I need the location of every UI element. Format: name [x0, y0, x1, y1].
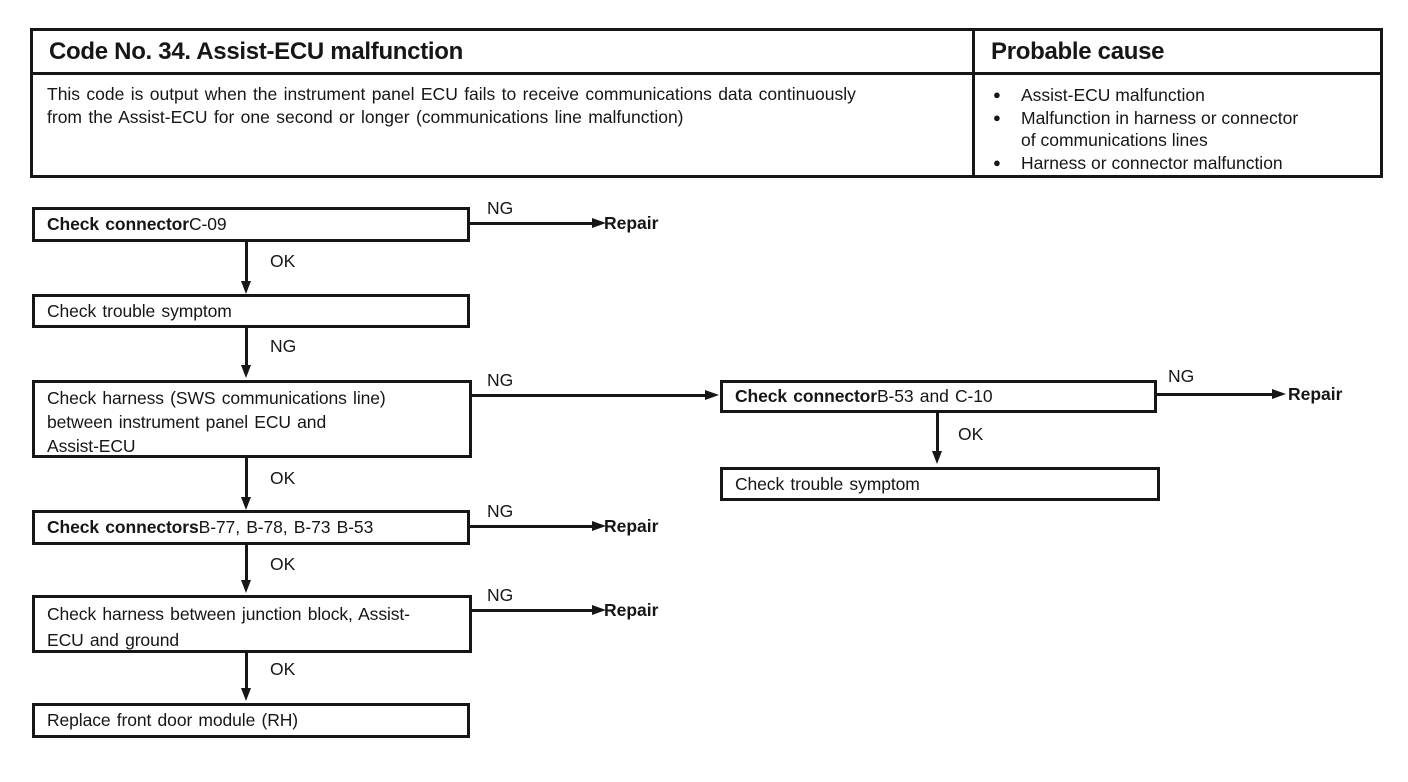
list-item: ● Harness or connector malfunction	[989, 152, 1372, 174]
flow-box-check-connector-b53-c10: Check connector B-53 and C-10	[720, 380, 1157, 413]
cause-text: Assist-ECU malfunction	[1021, 84, 1205, 106]
box-label: Check trouble symptom	[735, 473, 920, 494]
edge-label-ok: OK	[270, 468, 296, 488]
arrowhead-down	[241, 688, 251, 701]
flow-box-check-harness-junction: Check harness between junction block, As…	[32, 595, 472, 653]
edge-label-ng: NG	[487, 370, 514, 390]
probable-cause-cell: Probable cause	[975, 31, 1380, 75]
bullet-icon: ●	[993, 110, 1001, 125]
edge-line	[472, 609, 594, 612]
flow-box-check-trouble-symptom-1: Check trouble symptom	[32, 294, 470, 328]
arrowhead-down	[932, 451, 942, 464]
edge-line	[470, 222, 594, 225]
code-description-cell: This code is output when the instrument …	[33, 75, 975, 175]
box-label: Check trouble symptom	[47, 300, 232, 321]
edge-label-ok: OK	[270, 659, 296, 679]
description-line: This code is output when the instrument …	[47, 84, 856, 104]
terminal-repair: Repair	[604, 516, 659, 536]
arrowhead-right	[592, 218, 606, 228]
arrowhead-right	[592, 605, 606, 615]
terminal-repair: Repair	[604, 600, 659, 620]
list-item: ● Malfunction in harness or connector of…	[989, 107, 1372, 151]
flow-box-check-trouble-symptom-2: Check trouble symptom	[720, 467, 1160, 501]
arrowhead-right	[705, 390, 719, 400]
bullet-icon: ●	[993, 87, 1001, 102]
probable-cause-list: ● Assist-ECU malfunction ● Malfunction i…	[989, 84, 1372, 174]
box-label-bold: Check connector	[735, 386, 877, 406]
flow-box-replace-front-door-module: Replace front door module (RH)	[32, 703, 470, 738]
flow-box-check-harness-sws: Check harness (SWS communications line) …	[32, 380, 472, 458]
edge-line	[245, 653, 248, 690]
edge-label-ng: NG	[487, 585, 514, 605]
arrowhead-down	[241, 580, 251, 593]
edge-label-ok: OK	[270, 251, 296, 271]
edge-line	[245, 242, 248, 283]
terminal-repair: Repair	[1288, 384, 1343, 404]
cause-line: of communications lines	[1021, 130, 1208, 150]
box-label: between instrument panel ECU and	[47, 412, 327, 432]
edge-label-ok: OK	[270, 554, 296, 574]
cause-line: Harness or connector malfunction	[1021, 153, 1283, 173]
box-label-bold: Check connector	[47, 214, 189, 234]
cause-line: Malfunction in harness or connector	[1021, 108, 1299, 128]
cause-text: Harness or connector malfunction	[1021, 152, 1283, 174]
code-description: This code is output when the instrument …	[47, 83, 960, 129]
edge-line	[936, 413, 939, 453]
page-title: Code No. 34. Assist-ECU malfunction	[49, 37, 464, 65]
bullet-icon: ●	[993, 155, 1001, 170]
cause-text: Malfunction in harness or connector of c…	[1021, 107, 1298, 151]
edge-label-ng: NG	[1168, 366, 1195, 386]
box-label-bold: Check connectors	[47, 517, 199, 537]
edge-line	[470, 525, 594, 528]
arrowhead-down	[241, 365, 251, 378]
box-label: C-09	[188, 214, 227, 234]
probable-cause-list-cell: ● Assist-ECU malfunction ● Malfunction i…	[975, 75, 1380, 175]
edge-line	[472, 394, 707, 397]
description-line: from the Assist-ECU for one second or lo…	[47, 107, 684, 127]
edge-label-ok: OK	[958, 424, 984, 444]
dtc-header-table: Code No. 34. Assist-ECU malfunction Prob…	[30, 28, 1383, 178]
edge-label-ng: NG	[270, 336, 297, 356]
box-label: Replace front door module (RH)	[47, 710, 299, 730]
edge-label-ng: NG	[487, 501, 514, 521]
box-label: B-53 and C-10	[876, 386, 993, 406]
edge-line	[245, 328, 248, 367]
arrowhead-down	[241, 281, 251, 294]
arrowhead-right	[592, 521, 606, 531]
box-label: Assist-ECU	[47, 436, 136, 456]
box-label: ECU and ground	[47, 630, 179, 650]
box-label: Check harness between junction block, As…	[47, 604, 410, 624]
arrowhead-down	[241, 497, 251, 510]
flow-box-check-connector-c09: Check connector C-09	[32, 207, 470, 242]
flow-box-check-connectors-b77: Check connectors B-77, B-78, B-73 B-53	[32, 510, 470, 545]
edge-line	[1157, 393, 1274, 396]
box-label: B-77, B-78, B-73 B-53	[198, 517, 374, 537]
arrowhead-right	[1272, 389, 1286, 399]
edge-label-ng: NG	[487, 198, 514, 218]
list-item: ● Assist-ECU malfunction	[989, 84, 1372, 106]
box-label: Check harness (SWS communications line)	[47, 388, 386, 408]
edge-line	[245, 458, 248, 499]
dtc-title-cell: Code No. 34. Assist-ECU malfunction	[33, 31, 975, 75]
probable-cause-heading: Probable cause	[991, 37, 1165, 65]
cause-line: Assist-ECU malfunction	[1021, 85, 1205, 105]
edge-line	[245, 545, 248, 582]
terminal-repair: Repair	[604, 213, 659, 233]
